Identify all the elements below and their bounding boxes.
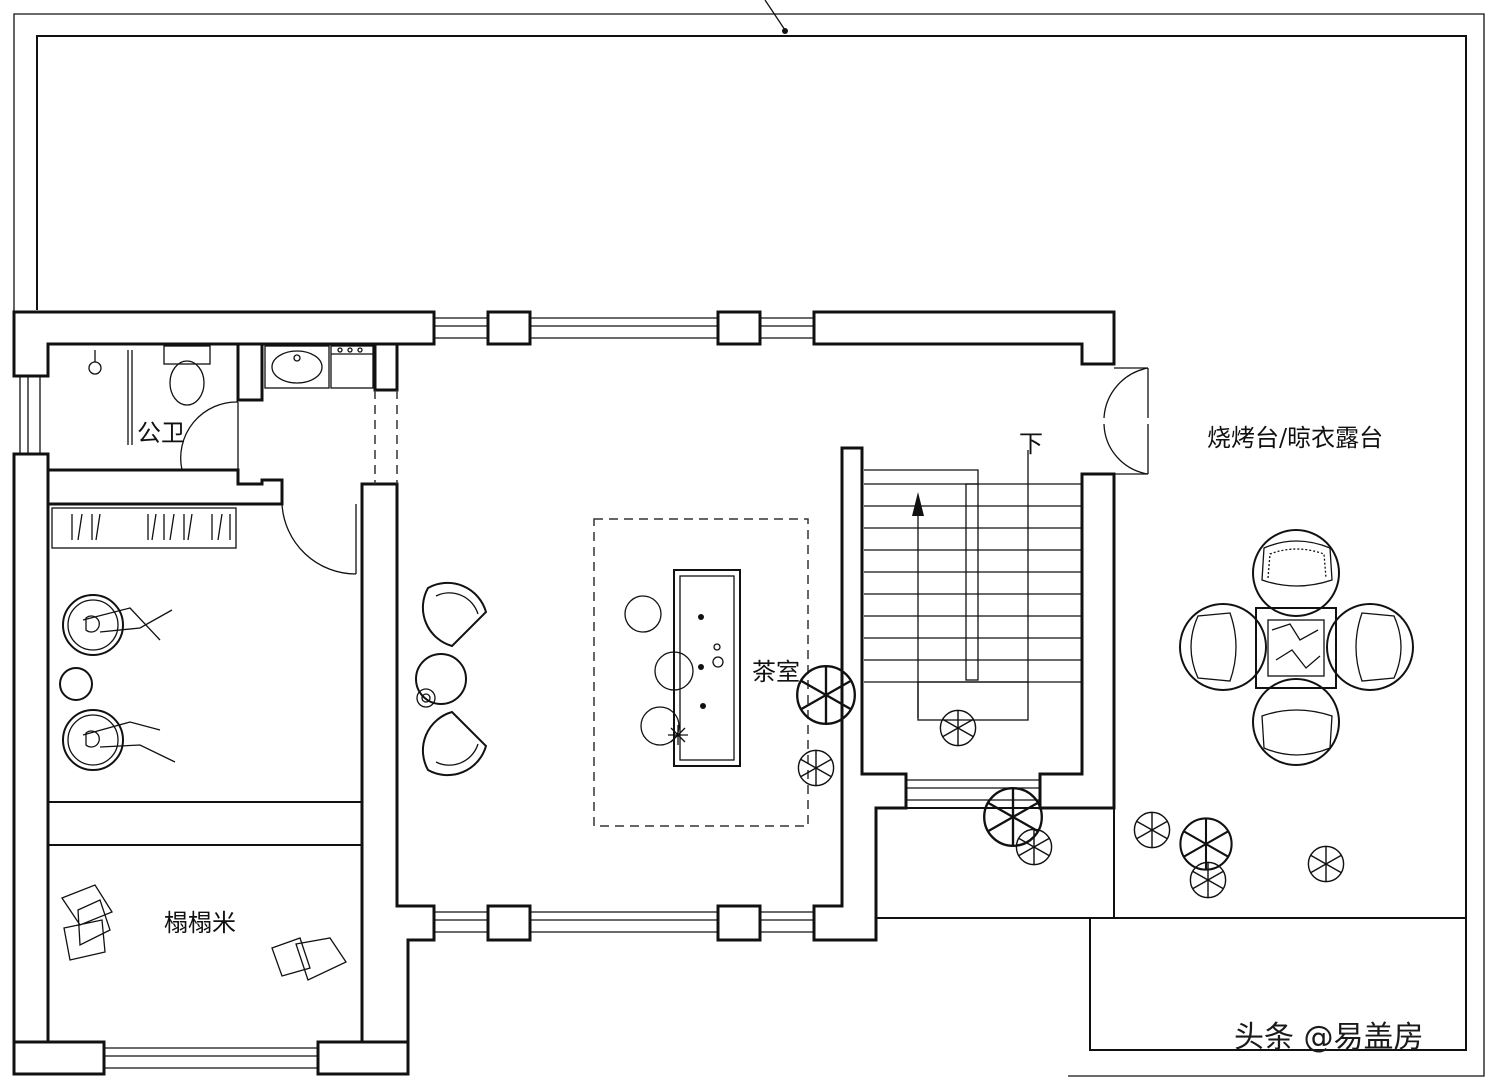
watermark: 头条 @易盖房: [1234, 1020, 1424, 1055]
public-bathroom-label: 公卫: [137, 419, 185, 447]
plant-symbol: [939, 709, 977, 747]
plant-symbol: [1015, 828, 1053, 866]
building-walls: [12, 310, 1116, 1076]
tea-room-furniture: [415, 518, 809, 827]
plant-symbol: [1133, 811, 1171, 849]
terrace-furniture: [1179, 529, 1414, 766]
bathroom-fixtures: [88, 345, 374, 445]
doors: [180, 363, 1149, 575]
plant-symbol: [983, 787, 1043, 847]
tea-room-label: 茶室: [752, 658, 800, 686]
stair-down-label: 下: [1019, 430, 1043, 458]
plant-symbol: [1179, 817, 1233, 871]
plant-symbol: [1307, 845, 1345, 883]
plant-symbol: [797, 749, 835, 787]
terrace-label: 烧烤台/晾衣露台: [1207, 424, 1383, 452]
tatami-label: 榻榻米: [164, 909, 236, 937]
staircase: [864, 450, 1082, 721]
tatami-furniture: [48, 507, 362, 981]
